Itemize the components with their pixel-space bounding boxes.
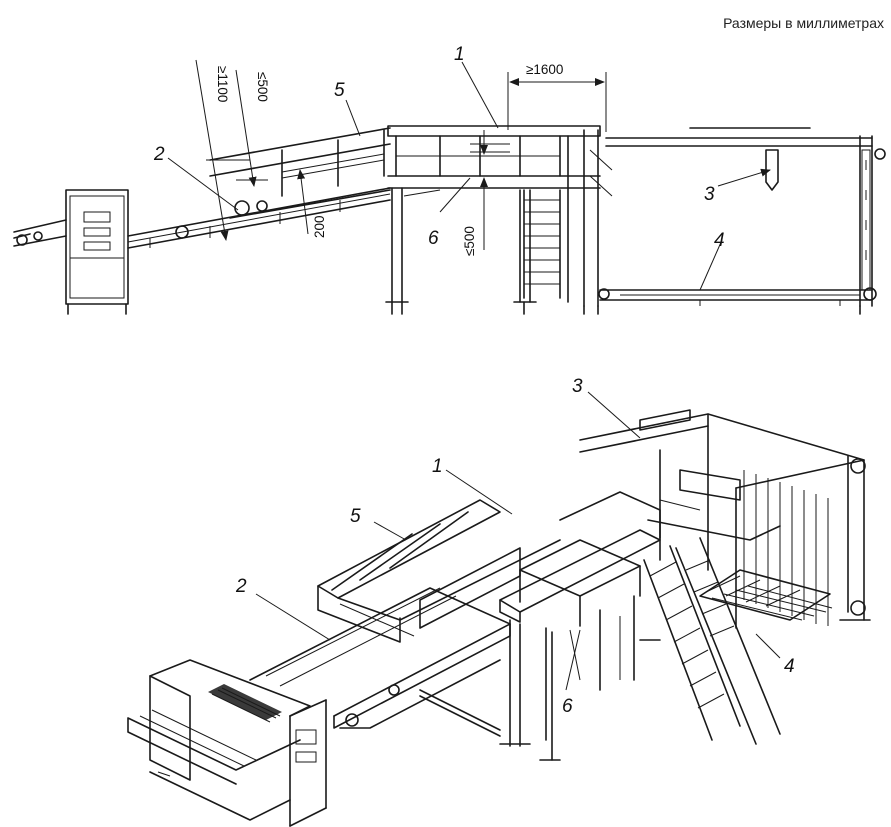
platform-iso bbox=[499, 491, 661, 761]
dimension-lines bbox=[195, 59, 607, 250]
callout-6-iso: 6 bbox=[562, 696, 573, 717]
dim-gap-platform: ≤500 bbox=[462, 226, 477, 256]
callout-3-side: 3 bbox=[704, 184, 715, 205]
receiving-unit-iso bbox=[579, 409, 871, 641]
callout-3-iso: 3 bbox=[572, 376, 583, 397]
feeder-unit-iso bbox=[127, 659, 327, 827]
units-caption: Размеры в миллиметрах bbox=[723, 15, 884, 31]
elevated-platform-side bbox=[385, 125, 601, 315]
callout-4-iso: 4 bbox=[784, 656, 795, 677]
isometric-view: 3 1 5 2 6 4 bbox=[127, 376, 871, 827]
callout-6-side: 6 bbox=[428, 228, 439, 249]
feeder-unit-side bbox=[13, 189, 129, 315]
callout-5-side: 5 bbox=[334, 80, 345, 101]
side-view: ≥1100 ≤500 200 ≤500 ≥1600 1 2 3 4 5 6 bbox=[13, 44, 886, 315]
callout-2-side: 2 bbox=[153, 144, 165, 165]
callout-1-side: 1 bbox=[454, 44, 465, 65]
callout-4-side: 4 bbox=[714, 230, 725, 251]
ladder-iso bbox=[643, 537, 781, 745]
inclined-walkway-iso bbox=[317, 499, 561, 643]
callout-2-iso: 2 bbox=[235, 576, 247, 597]
dim-toe-board: 200 bbox=[312, 215, 327, 238]
callout-1-iso: 1 bbox=[432, 456, 443, 477]
callout-leaders-iso bbox=[255, 391, 781, 691]
inclined-conveyor-side bbox=[127, 187, 391, 249]
callout-5-iso: 5 bbox=[350, 506, 361, 527]
inclined-walkway-railing bbox=[209, 127, 391, 219]
dim-platform-length: ≥1600 bbox=[526, 62, 563, 77]
dim-railing-height: ≥1100 bbox=[215, 66, 230, 102]
inclined-conveyor-iso bbox=[249, 587, 511, 737]
callout-leaders-side bbox=[167, 61, 771, 291]
receiving-unit-side bbox=[567, 127, 886, 315]
ladder-side bbox=[523, 189, 561, 299]
dim-gap-top: ≤500 bbox=[255, 72, 270, 102]
